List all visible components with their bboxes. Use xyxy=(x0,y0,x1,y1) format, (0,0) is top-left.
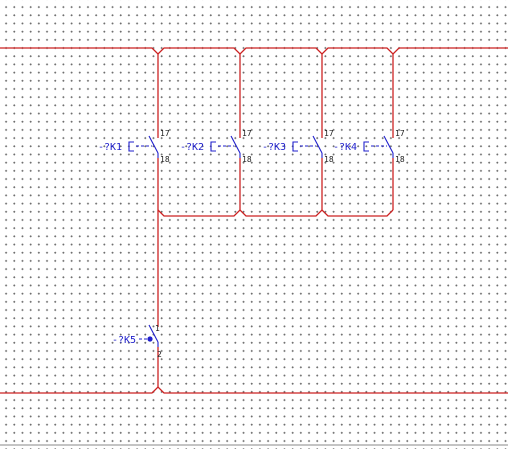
k4-tag-label: -?K4 xyxy=(333,142,357,153)
k1-contact-lever xyxy=(148,135,159,154)
k3-actuator-icon xyxy=(292,141,298,152)
k2-tag-label: -?K2 xyxy=(180,142,204,153)
k3-pin-18-label: 18 xyxy=(324,155,334,164)
contact-k2[interactable]: -?K2 17 18 xyxy=(180,129,252,164)
contact-k5[interactable]: -?K5 1 2 xyxy=(112,324,162,359)
k5-contact-lever xyxy=(148,324,159,343)
k1-pin-18-label: 18 xyxy=(160,155,170,164)
top-rail-wire[interactable] xyxy=(0,47,508,55)
k3-contact-lever xyxy=(312,135,323,154)
k2-actuator-icon xyxy=(210,141,216,152)
k1-pin-17-label: 17 xyxy=(160,129,170,138)
k5-tag-label: -?K5 xyxy=(112,335,136,346)
k1-tag-label: -?K1 xyxy=(98,142,122,153)
k5-pin-1-label: 1 xyxy=(155,324,160,333)
k4-contact-lever xyxy=(383,135,394,154)
k3-pin-17-label: 17 xyxy=(324,129,334,138)
k5-actuator-dot-icon xyxy=(147,336,153,342)
k5-pin-2-label: 2 xyxy=(157,350,162,359)
collector-rail-wire[interactable] xyxy=(157,209,394,217)
k2-pin-18-label: 18 xyxy=(242,155,252,164)
k2-contact-lever xyxy=(230,135,241,154)
k1-actuator-icon xyxy=(128,141,134,152)
k2-pin-17-label: 17 xyxy=(242,129,252,138)
bottom-rail-wire[interactable] xyxy=(0,386,508,394)
contact-k3[interactable]: -?K3 17 18 xyxy=(262,129,334,164)
k4-actuator-icon xyxy=(363,141,369,152)
k3-tag-label: -?K3 xyxy=(262,142,286,153)
contact-k4[interactable]: -?K4 17 18 xyxy=(333,129,405,164)
contact-k1[interactable]: -?K1 17 18 xyxy=(98,129,170,164)
k4-pin-18-label: 18 xyxy=(395,155,405,164)
k4-pin-17-label: 17 xyxy=(395,129,405,138)
